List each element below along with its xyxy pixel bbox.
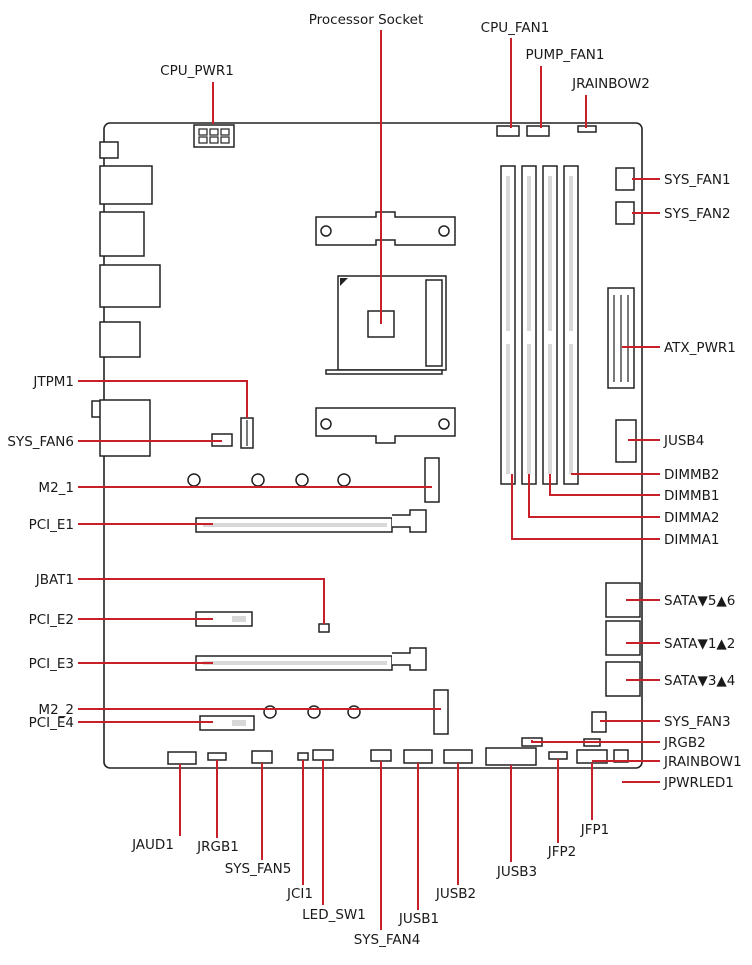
- pump-fan1-header: [526, 125, 550, 137]
- label-processor-socket: Processor Socket: [309, 12, 424, 28]
- cpu-fan1-header: [496, 125, 520, 137]
- leader-jbat1: [78, 578, 325, 624]
- label-jaud1: JAUD1: [131, 837, 174, 853]
- dimm-slots: [500, 165, 579, 485]
- m2-standoffs-bottom: [263, 705, 361, 719]
- leader-jtpm1: [78, 380, 248, 418]
- cpu-socket: [325, 275, 447, 375]
- label-sata12: SATA▼1▲2: [664, 636, 735, 652]
- label-jci1: JCI1: [286, 886, 313, 902]
- socket-retention-bottom: [315, 407, 456, 444]
- socket-retention-top: [315, 211, 456, 246]
- sys-fan1-header: [615, 167, 635, 191]
- label-pci-e2: PCI_E2: [29, 612, 74, 628]
- leader-dimmb1: [549, 474, 660, 496]
- label-jrgb1: JRGB1: [196, 839, 239, 855]
- label-jusb1: JUSB1: [398, 911, 439, 927]
- label-dimma1: DIMMA1: [664, 532, 720, 548]
- label-sys-fan5: SYS_FAN5: [225, 861, 292, 877]
- label-jrainbow1: JRAINBOW1: [663, 754, 742, 770]
- label-jfp2: JFP2: [547, 844, 576, 860]
- label-led-sw1: LED_SW1: [302, 907, 366, 923]
- label-jbat1: JBAT1: [35, 572, 74, 588]
- label-pump-fan1: PUMP_FAN1: [525, 47, 604, 63]
- leader-dimma1: [511, 474, 660, 540]
- labels: Processor Socket CPU_FAN1 PUMP_FAN1 JRAI…: [7, 12, 741, 948]
- label-pci-e4: PCI_E4: [29, 715, 74, 731]
- label-sata56: SATA▼5▲6: [664, 593, 735, 609]
- jbat1-jumper: [318, 623, 330, 633]
- label-jusb4: JUSB4: [663, 433, 704, 449]
- label-sata34: SATA▼3▲4: [664, 673, 735, 689]
- pci-e3-slot: [195, 647, 427, 671]
- label-pci-e3: PCI_E3: [29, 656, 74, 672]
- label-cpu-fan1: CPU_FAN1: [481, 20, 550, 36]
- leader-lines: [78, 30, 660, 930]
- label-jusb3: JUSB3: [496, 864, 537, 880]
- label-jfp1: JFP1: [580, 822, 609, 838]
- label-sys-fan4: SYS_FAN4: [354, 932, 421, 948]
- label-cpu-pwr1: CPU_PWR1: [160, 63, 234, 79]
- pci-e1-slot: [195, 509, 427, 533]
- m2-2-slot: [433, 689, 449, 735]
- label-m2-1: M2_1: [38, 480, 74, 496]
- pci-e4-slot: [199, 715, 255, 731]
- leader-jrgb2: [531, 740, 660, 743]
- jtpm1-header: [240, 417, 254, 449]
- label-jusb2: JUSB2: [435, 886, 476, 902]
- m2-1-slot: [424, 457, 440, 503]
- label-dimmb2: DIMMB2: [664, 467, 720, 483]
- label-dimma2: DIMMA2: [664, 510, 720, 526]
- label-sys-fan3: SYS_FAN3: [664, 714, 731, 730]
- label-m2-2: M2_2: [38, 702, 74, 718]
- cpu-pwr1-connector: [193, 124, 235, 148]
- label-atx-pwr1: ATX_PWR1: [664, 340, 736, 356]
- rear-io-panel: [91, 141, 161, 457]
- label-sys-fan6: SYS_FAN6: [7, 434, 74, 450]
- label-sys-fan2: SYS_FAN2: [664, 206, 731, 222]
- label-jrgb2: JRGB2: [663, 735, 706, 751]
- label-dimmb1: DIMMB1: [664, 488, 720, 504]
- label-jtpm1: JTPM1: [32, 374, 74, 390]
- leader-dimma2: [528, 474, 660, 518]
- m2-standoffs-top: [187, 473, 351, 487]
- sys-fan2-header: [615, 201, 635, 225]
- label-pci-e1: PCI_E1: [29, 517, 74, 533]
- label-jpwrled1: JPWRLED1: [663, 775, 734, 791]
- atx-pwr1-connector: [607, 287, 635, 389]
- label-jrainbow2: JRAINBOW2: [571, 76, 650, 92]
- bottom-headers: [167, 747, 608, 766]
- label-sys-fan1: SYS_FAN1: [664, 172, 731, 188]
